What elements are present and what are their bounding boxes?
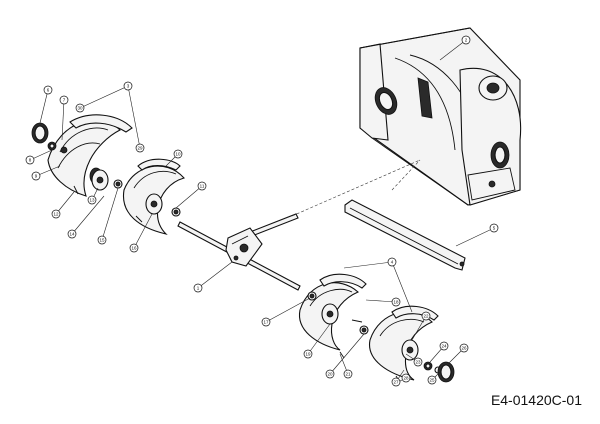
callout-label: 30 [77, 106, 83, 111]
callout-c5: 5 [489, 223, 499, 233]
callout-c28: 28 [401, 373, 411, 383]
callout-c1: 1 [193, 283, 203, 293]
auger-housing [359, 27, 522, 206]
right-shear-bolt-parts [339, 351, 455, 383]
callout-c4: 4 [387, 257, 397, 267]
callout-label: 12 [53, 212, 59, 217]
callout-label: 9 [35, 174, 38, 179]
callout-label: 5 [493, 226, 496, 231]
callout-label: 6 [47, 88, 50, 93]
callout-c2: 2 [461, 35, 471, 45]
callout-c17: 17 [261, 317, 271, 327]
left-auger-flight-outer [47, 114, 133, 197]
callout-label: 21 [345, 372, 351, 377]
callout-c7: 7 [59, 95, 69, 105]
callout-label: 3 [127, 84, 130, 89]
callout-c21: 21 [343, 369, 353, 379]
callout-c14: 14 [67, 229, 77, 239]
callout-c11: 11 [197, 181, 207, 191]
callout-label: 13 [89, 198, 95, 203]
callout-label: 28 [403, 376, 409, 381]
callout-c9: 9 [31, 171, 41, 181]
callout-label: 23 [415, 360, 421, 365]
callout-c19: 19 [303, 349, 313, 359]
callout-label: 8 [29, 158, 32, 163]
callout-label: 14 [69, 232, 75, 237]
callout-c12: 12 [51, 209, 61, 219]
callout-c3: 3 [123, 81, 133, 91]
center-line-2 [391, 159, 421, 191]
right-auger-flight-outer [359, 305, 439, 381]
callout-c8: 8 [25, 155, 35, 165]
center-line [291, 159, 421, 217]
callout-c15: 15 [97, 235, 107, 245]
callout-label: 15 [99, 238, 105, 243]
auger-shaft-gearbox [177, 213, 301, 291]
callout-c27: 27 [391, 377, 401, 387]
callout-label: 11 [200, 184, 205, 189]
callout-c24: 24 [439, 341, 449, 351]
scraper-bar [344, 199, 466, 271]
callout-label: 27 [393, 380, 399, 385]
callout-c20: 20 [325, 369, 335, 379]
right-auger-flight-inner [298, 273, 367, 351]
callout-label: 24 [441, 344, 447, 349]
callout-label: 25 [429, 378, 435, 383]
callout-c10: 10 [173, 149, 183, 159]
callout-c23: 23 [413, 357, 423, 367]
callout-label: 20 [327, 372, 333, 377]
callout-bubbles: 1 2 3 4 5 6 7 8 9 10 11 12 13 14 15 16 1… [25, 35, 499, 387]
callout-label: 17 [263, 320, 269, 325]
callout-c13: 13 [87, 195, 97, 205]
callout-label: 26 [461, 346, 467, 351]
callout-label: 2 [465, 38, 468, 43]
callout-label: 19 [305, 352, 311, 357]
callout-c16: 16 [129, 243, 139, 253]
callout-label: 4 [391, 260, 394, 265]
callout-label: 10 [175, 152, 181, 157]
callout-c26: 26 [459, 343, 469, 353]
callout-label: 29 [137, 146, 143, 151]
callout-c25: 25 [427, 375, 437, 385]
diagram-code: E4-01420C-01 [490, 392, 582, 408]
callout-label: 18 [393, 300, 399, 305]
callout-c18: 18 [391, 297, 401, 307]
callout-c29: 29 [135, 143, 145, 153]
callout-label: 16 [131, 246, 137, 251]
callout-label: 22 [423, 314, 429, 319]
callout-label: 7 [63, 98, 66, 103]
left-auger-flight-inner [122, 158, 185, 235]
callout-label: 1 [197, 286, 200, 291]
callout-c22: 22 [421, 311, 431, 321]
callout-c6: 6 [43, 85, 53, 95]
callout-c30: 30 [75, 103, 85, 113]
